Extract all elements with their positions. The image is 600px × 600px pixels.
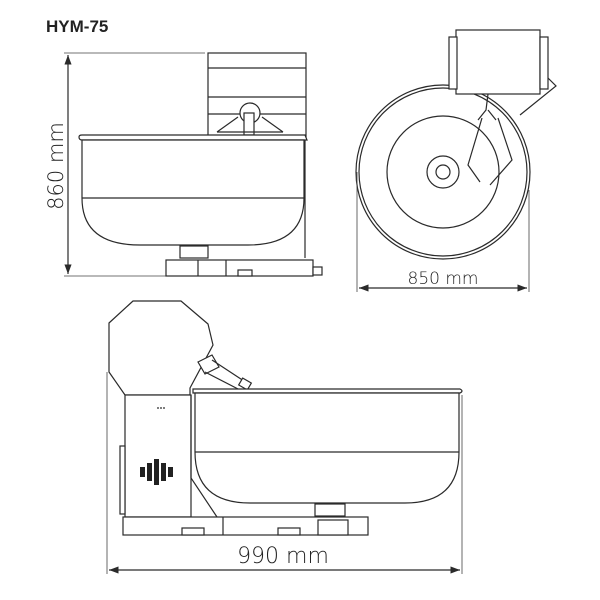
height-label: 860 mm xyxy=(44,122,68,210)
width-label: 990 mm xyxy=(237,544,329,569)
model-title: HYM-75 xyxy=(46,17,108,36)
depth-label: 850 mm xyxy=(408,269,479,289)
vent-icon xyxy=(140,459,173,485)
top-view: 850 mm xyxy=(355,29,557,292)
side-view: 990 mm xyxy=(106,300,463,574)
front-view: 860 mm xyxy=(44,52,323,277)
